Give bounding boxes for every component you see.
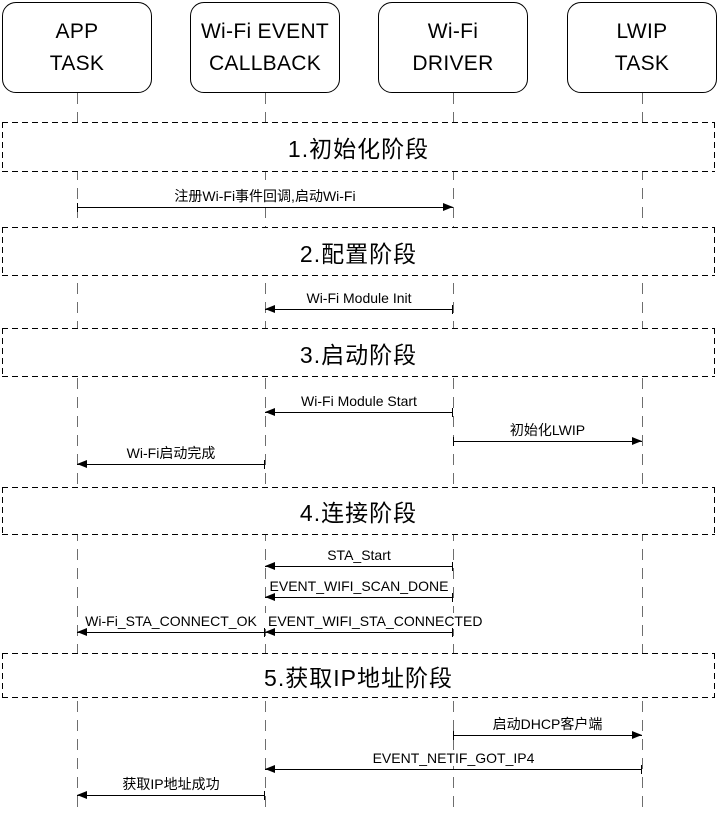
arrowhead-left-icon (265, 765, 275, 773)
message-label: 获取IP地址成功 (119, 776, 223, 792)
message-11: EVENT_NETIF_GOT_IP4 (265, 750, 642, 774)
message-line (265, 632, 453, 633)
arrowhead-right-icon (632, 731, 642, 739)
arrowhead-left-icon (265, 562, 275, 570)
message-2: Wi-Fi Module Init (265, 290, 453, 314)
message-label-wrap: 注册Wi-Fi事件回调,启动Wi-Fi (77, 188, 453, 204)
arrowhead-left-icon (77, 791, 87, 799)
message-9: EVENT_WIFI_STA_CONNECTED (265, 613, 486, 637)
message-line (453, 735, 642, 736)
message-6: STA_Start (265, 547, 453, 571)
message-line (453, 441, 642, 442)
phase-label-3: 3.启动阶段 (299, 341, 418, 368)
message-label-wrap: 初始化LWIP (453, 422, 642, 438)
arrowhead-left-icon (77, 628, 87, 636)
message-tail-tick (77, 203, 78, 212)
message-tail-tick (452, 628, 453, 637)
message-label-wrap: 获取IP地址成功 (77, 776, 265, 792)
message-line (77, 207, 453, 208)
message-tail-tick (264, 791, 265, 800)
message-label-wrap: Wi-Fi Module Start (265, 393, 453, 409)
message-label: Wi-Fi_STA_CONNECT_OK (82, 613, 260, 629)
message-label: 启动DHCP客户端 (489, 716, 606, 732)
phase-band-1: 1.初始化阶段 (2, 122, 715, 172)
message-label: 初始化LWIP (506, 422, 589, 438)
message-label: EVENT_WIFI_SCAN_DONE (266, 578, 452, 594)
message-tail-tick (452, 593, 453, 602)
message-4: 初始化LWIP (453, 422, 642, 446)
message-line (77, 632, 265, 633)
message-label-wrap: 启动DHCP客户端 (453, 716, 642, 732)
message-12: 获取IP地址成功 (77, 776, 265, 800)
message-tail-tick (452, 305, 453, 314)
message-label: Wi-Fi启动完成 (123, 445, 219, 461)
message-5: Wi-Fi启动完成 (77, 445, 265, 469)
message-10: 启动DHCP客户端 (453, 716, 642, 740)
message-label: EVENT_WIFI_STA_CONNECTED (265, 613, 486, 629)
lifeline-app-task (77, 93, 78, 813)
arrowhead-right-icon (443, 203, 453, 211)
participant-box-wifi-driver: Wi-Fi DRIVER (378, 2, 528, 93)
message-8: Wi-Fi_STA_CONNECT_OK (77, 613, 265, 637)
participant-label-wifi-driver: Wi-Fi DRIVER (412, 19, 494, 75)
arrowhead-left-icon (265, 593, 275, 601)
lifeline-lwip-task (642, 93, 643, 813)
message-tail-tick (641, 765, 642, 774)
message-3: Wi-Fi Module Start (265, 393, 453, 417)
participant-box-wifi-event-callback: Wi-Fi EVENT CALLBACK (190, 2, 340, 93)
participant-box-lwip-task: LWIP TASK (567, 2, 717, 93)
phase-label-2: 2.配置阶段 (299, 240, 418, 267)
message-label: Wi-Fi Module Init (303, 290, 415, 306)
phase-label-4: 4.连接阶段 (299, 500, 418, 526)
message-7: EVENT_WIFI_SCAN_DONE (265, 578, 453, 602)
participant-box-app-task: APP TASK (2, 2, 152, 93)
message-tail-tick (264, 628, 265, 637)
phase-label-1: 1.初始化阶段 (287, 136, 430, 162)
participant-label-wifi-event-callback: Wi-Fi EVENT CALLBACK (200, 19, 330, 75)
message-line (265, 769, 642, 770)
message-line (77, 795, 265, 796)
message-label-wrap: EVENT_WIFI_STA_CONNECTED (265, 613, 486, 629)
message-label: 注册Wi-Fi事件回调,启动Wi-Fi (171, 188, 359, 204)
participant-label-lwip-task: LWIP TASK (614, 19, 670, 75)
arrowhead-right-icon (632, 437, 642, 445)
message-label-wrap: Wi-Fi Module Init (265, 290, 453, 306)
message-tail-tick (453, 437, 454, 446)
lifeline-wifi-driver (453, 93, 454, 813)
message-label: Wi-Fi Module Start (298, 393, 420, 409)
message-tail-tick (452, 562, 453, 571)
arrowhead-left-icon (77, 460, 87, 468)
message-1: 注册Wi-Fi事件回调,启动Wi-Fi (77, 188, 453, 212)
phase-band-5: 5.获取IP地址阶段 (2, 653, 715, 698)
message-label-wrap: Wi-Fi_STA_CONNECT_OK (77, 613, 265, 629)
message-label-wrap: STA_Start (265, 547, 453, 563)
message-tail-tick (453, 731, 454, 740)
message-tail-tick (264, 460, 265, 469)
message-line (265, 309, 453, 310)
message-tail-tick (452, 408, 453, 417)
phase-band-4: 4.连接阶段 (2, 487, 715, 535)
message-label-wrap: EVENT_WIFI_SCAN_DONE (265, 578, 453, 594)
message-line (265, 412, 453, 413)
message-label: EVENT_NETIF_GOT_IP4 (369, 750, 538, 766)
message-label-wrap: EVENT_NETIF_GOT_IP4 (265, 750, 642, 766)
message-label: STA_Start (324, 547, 394, 563)
message-line (265, 566, 453, 567)
arrowhead-left-icon (265, 305, 275, 313)
phase-band-2: 2.配置阶段 (2, 227, 715, 276)
arrowhead-left-icon (265, 628, 275, 636)
phase-band-3: 3.启动阶段 (2, 328, 715, 377)
lifeline-wifi-event-callback (265, 93, 266, 813)
message-label-wrap: Wi-Fi启动完成 (77, 445, 265, 461)
phase-label-5: 5.获取IP地址阶段 (264, 664, 453, 691)
message-line (77, 464, 265, 465)
participant-label-app-task: APP TASK (49, 19, 105, 75)
arrowhead-left-icon (265, 408, 275, 416)
message-line (265, 597, 453, 598)
